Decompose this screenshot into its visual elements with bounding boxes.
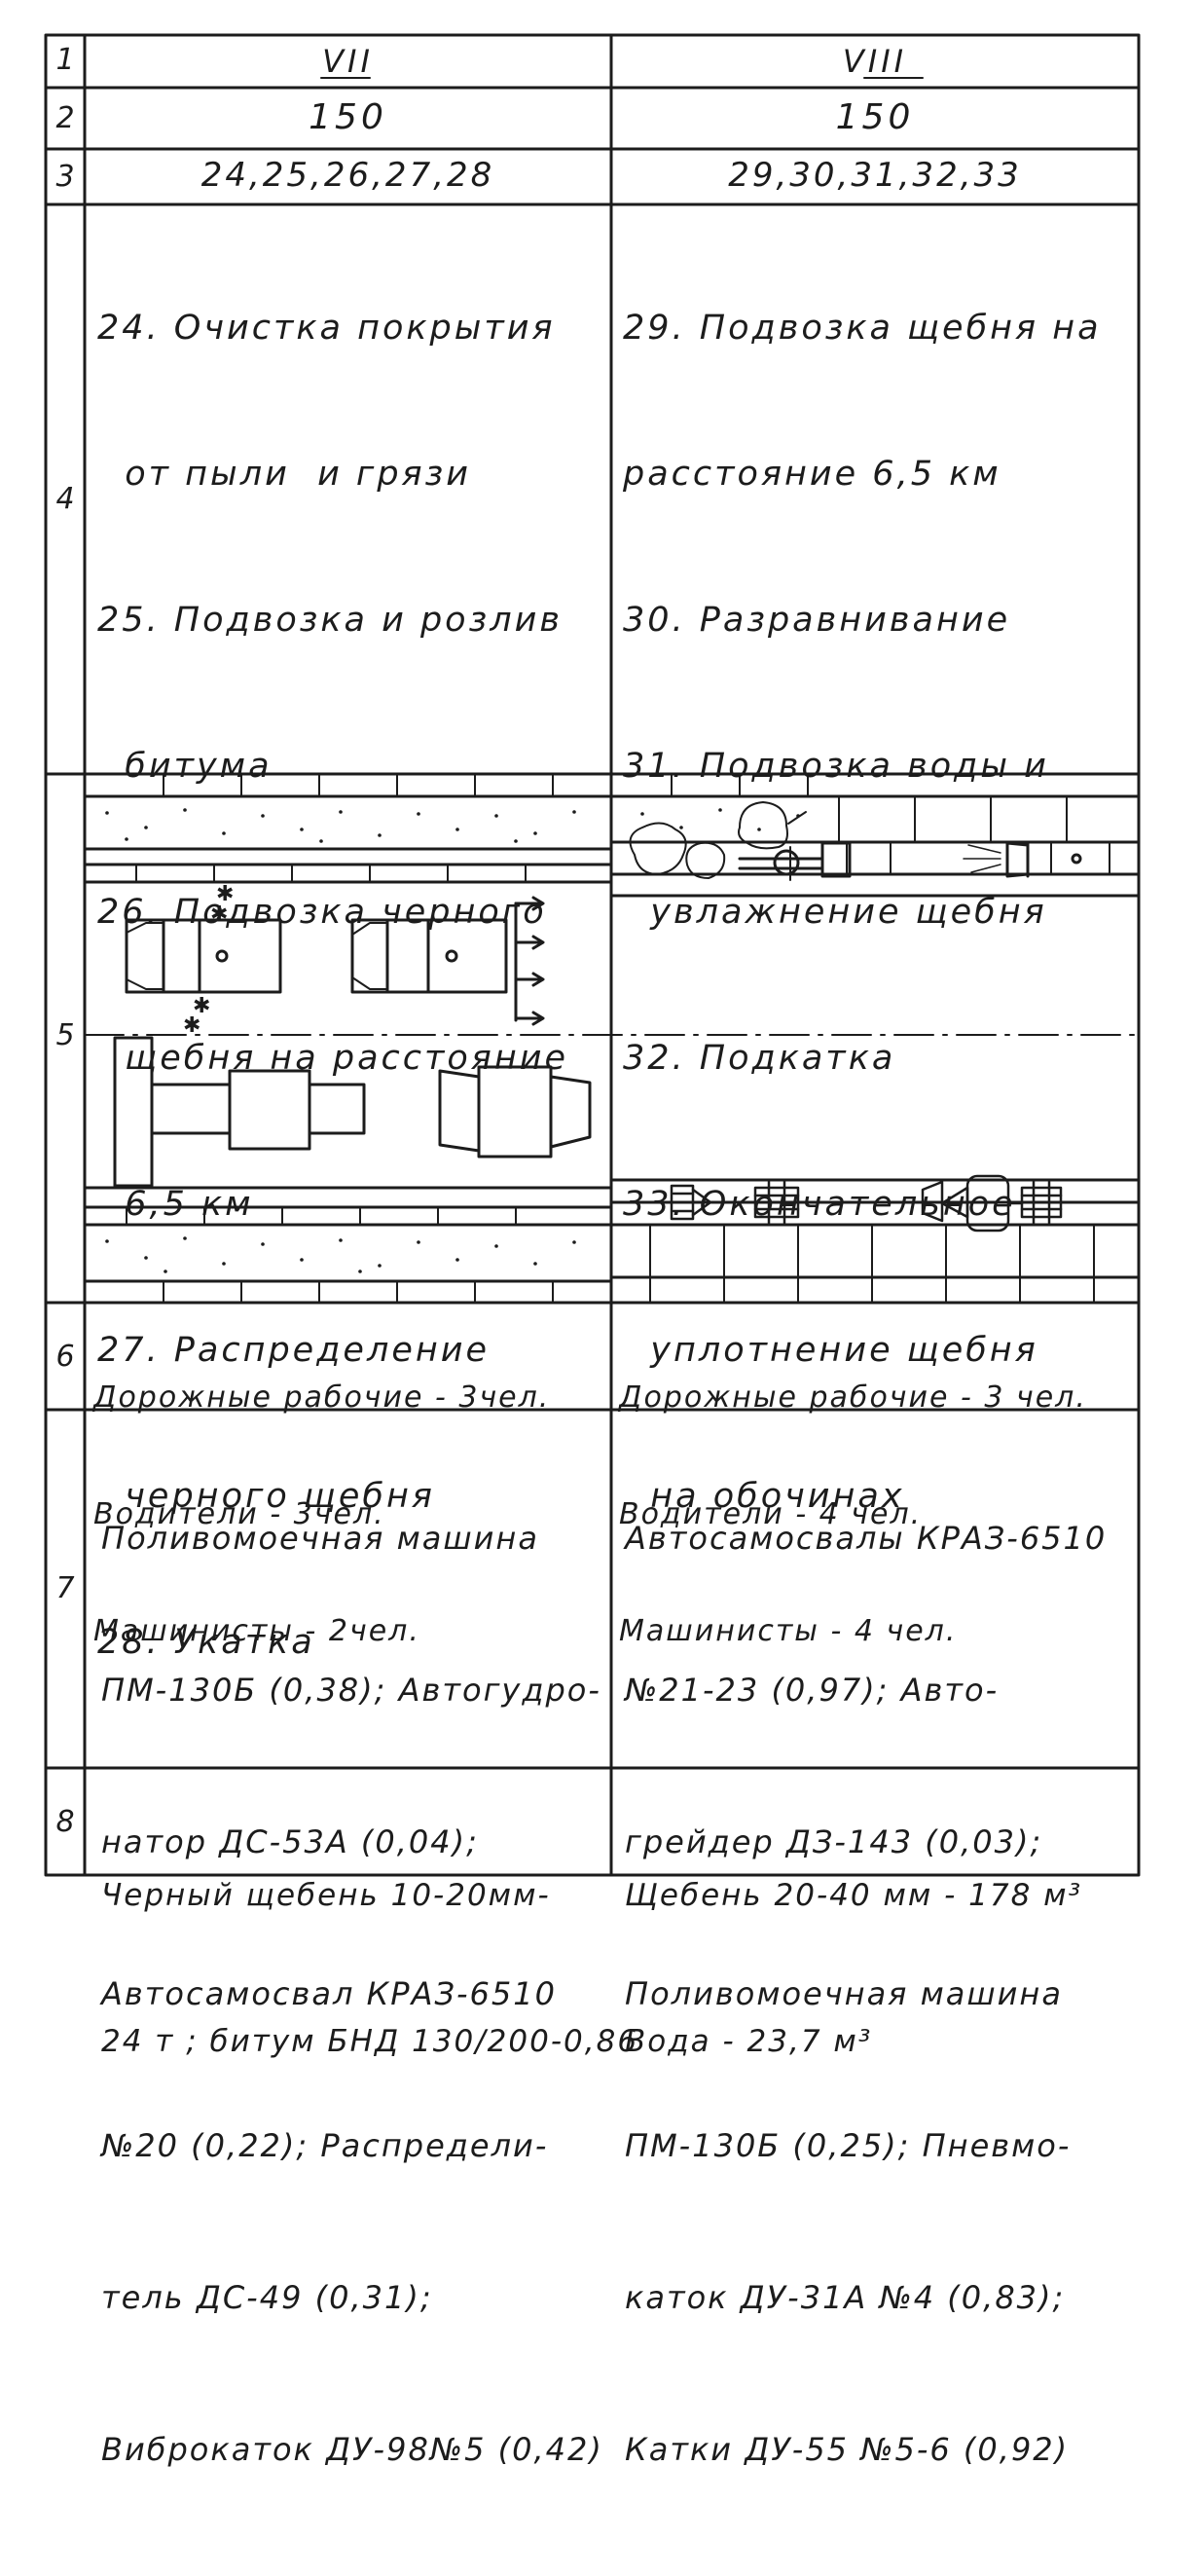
svg-text:✱: ✱ [210,902,228,927]
machines-line: тель ДС-49 (0,31); [101,2279,433,2316]
length-right: 150 [835,97,915,137]
materials-line: 24 т ; битум БНД 130/200-0,86 [101,2024,639,2059]
section-right-roman: VIII [842,43,908,80]
workers-line: Водители - 4 чел. [619,1497,923,1531]
road-scheme-drawing: ✱ ✱ ✱ ✱ [83,773,1141,1304]
process-line: 31. Подвозка воды и [623,747,1049,786]
process-line: 30. Разравнивание [623,601,1011,640]
row-number-6: 6 [55,1340,75,1374]
svg-text:✱: ✱ [183,1013,200,1038]
process-line: 25. Подвозка и розлив [97,601,563,640]
machines-line: каток ДУ-31А №4 (0,83); [625,2279,1066,2316]
process-line: черного щебня [97,1477,435,1516]
process-line: 32. Подкатка [623,1039,896,1078]
machines-line: №21-23 (0,97); Авто- [625,1672,1000,1709]
materials-line: Черный щебень 10-20мм- [101,1878,551,1913]
workers-line: Машинисты - 2чел. [93,1614,420,1648]
machines-line: Автосамосвалы КРАЗ-6510 [625,1520,1108,1557]
process-line: 28. Укатка [97,1623,315,1662]
process-line: 29. Подвозка щебня на [623,309,1102,348]
svg-text:✱: ✱ [216,882,234,906]
materials-right: Щебень 20-40 мм - 178 м³ Вода - 23,7 м³ [625,1774,1082,2163]
workers-line: Машинисты - 4 чел. [619,1614,958,1648]
process-numbers-left: 24,25,26,27,28 [200,156,495,195]
process-line: 33. Окончательное [623,1185,1016,1224]
process-line: на обочинах [623,1477,905,1516]
row-number-3: 3 [55,160,75,194]
workers-line: Дорожные рабочие - 3 чел. [619,1380,1087,1415]
workers-line: Дорожные рабочие - 3чел. [93,1380,551,1415]
process-line: увлажнение щебня [623,893,1047,932]
workers-line: Водители - 3чел. [93,1497,385,1531]
section-left-roman: VII [322,43,374,80]
machines-line: грейдер ДЗ-143 (0,03); [625,1823,1043,1860]
svg-text:✱: ✱ [193,994,210,1018]
process-line: битума [97,747,273,786]
materials-left: Черный щебень 10-20мм- 24 т ; битум БНД … [101,1774,638,2163]
machines-line: Виброкаток ДУ-98№5 (0,42) [101,2431,603,2468]
machines-line: Катки ДУ-55 №5-6 (0,92) [625,2431,1070,2468]
length-left: 150 [309,97,387,137]
machines-line: Поливомоечная машина [101,1520,539,1557]
process-line: щебня на расстояние [97,1039,569,1078]
process-line: расстояние 6,5 км [623,455,1001,494]
materials-line: Вода - 23,7 м³ [625,2024,873,2059]
row-number-4: 4 [55,482,75,516]
process-line: 24. Очистка покрытия [97,309,556,348]
process-line: 26. Подвозка черного [97,893,547,932]
table-grid: ✱ ✱ ✱ ✱ [44,33,1141,1877]
materials-line: Щебень 20-40 мм - 178 м³ [625,1878,1082,1913]
process-numbers-right: 29,30,31,32,33 [728,156,1022,195]
workers-left: Дорожные рабочие - 3чел. Водители - 3чел… [93,1301,550,1729]
row-number-7: 7 [55,1571,75,1605]
process-line: 27. Распределение [97,1331,491,1370]
process-line: уплотнение щебня [623,1331,1038,1370]
works-table-sheet: ✱ ✱ ✱ ✱ [44,33,1141,2468]
workers-right: Дорожные рабочие - 3 чел. Водители - 4 ч… [619,1301,1087,1729]
table-border [44,33,1141,1877]
process-list-right: 29. Подвозка щебня на расстояние 6,5 км … [623,206,1102,1618]
process-list-left: 24. Очистка покрытия от пыли и грязи 25.… [97,206,568,1764]
machines-line: ПМ-130Б (0,38); Автогудро- [101,1672,601,1709]
process-line: от пыли и грязи [97,455,471,494]
row-number-1: 1 [55,43,75,77]
machines-line: натор ДС-53А (0,04); [101,1823,479,1860]
row-number-8: 8 [55,1805,75,1839]
process-line: 6,5 км [97,1185,254,1224]
row-number-5: 5 [55,1018,75,1052]
row-number-2: 2 [55,101,75,135]
